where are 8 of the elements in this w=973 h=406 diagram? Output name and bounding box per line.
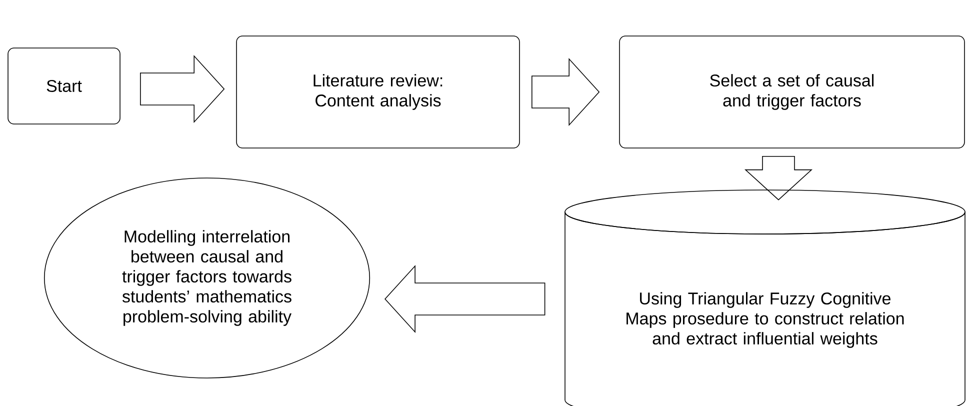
process-box: Select a set of causal and trigger factors	[619, 36, 965, 148]
block-arrow	[140, 54, 225, 124]
block-arrow	[744, 156, 813, 200]
process-box: Start	[8, 48, 120, 124]
database-cylinder: Using Triangular Fuzzy Cognitive Maps prosedure to construct relation and extract influential weights	[564, 190, 966, 406]
block-arrow	[384, 264, 546, 334]
process-box: Literature review: Content analysis	[236, 36, 520, 148]
block-arrow	[532, 58, 600, 126]
